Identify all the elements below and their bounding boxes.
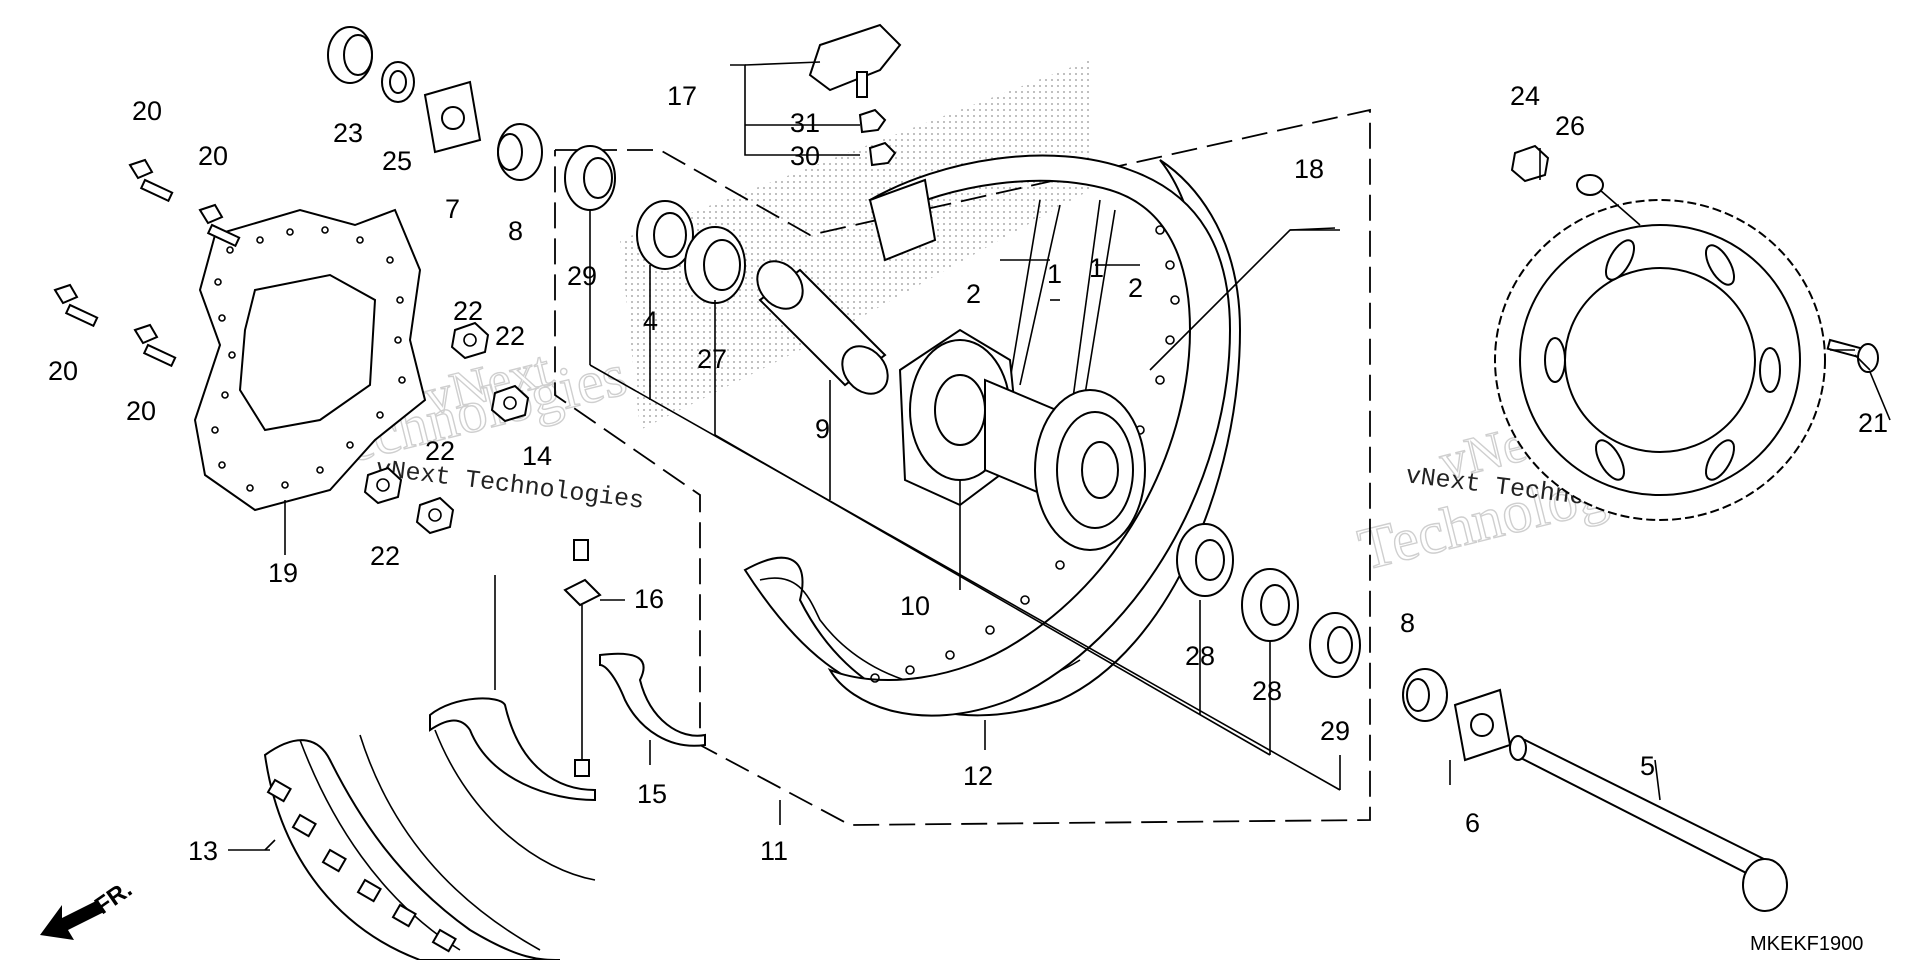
callout-25: 25 [382, 146, 412, 176]
valve-cap-17-icon [808, 23, 902, 92]
valve-group [808, 23, 902, 167]
callout-9: 9 [815, 414, 830, 444]
callout-5: 5 [1640, 751, 1655, 781]
callout-29: 29 [567, 261, 597, 291]
bolt-icon [198, 203, 241, 248]
callout-10: 10 [900, 591, 930, 621]
bolt-icon-group [53, 158, 241, 368]
axle-5 [1509, 735, 1788, 912]
rim-strip-15 [599, 652, 706, 747]
distance-collar-9 [756, 260, 889, 395]
callout-17: 17 [667, 81, 697, 111]
callout-15: 15 [637, 779, 667, 809]
hub-right-parts [1176, 523, 1512, 762]
callout-29: 29 [1320, 716, 1350, 746]
bolt-icon [133, 323, 177, 368]
bolt-icon [53, 283, 99, 328]
valve-stem-16 [563, 539, 602, 777]
callout-8: 8 [508, 216, 523, 246]
callout-2: 2 [966, 279, 981, 309]
callout-20: 20 [198, 141, 228, 171]
watermark-small-left: vNext Technologies [374, 454, 646, 516]
bolt-21-icon [1826, 338, 1879, 373]
callout-6: 6 [1465, 808, 1480, 838]
callout-22: 22 [370, 541, 400, 571]
callout-4: 4 [643, 306, 658, 336]
nut-24-icon [1510, 144, 1550, 183]
callout-numbers: 1 1 2 2 4 5 6 7 8 8 9 10 11 12 13 14 15 … [48, 81, 1888, 866]
callout-26: 26 [1555, 111, 1585, 141]
leader-lines [228, 61, 1891, 851]
wheel-rim [827, 154, 1232, 717]
washer-26-icon [1576, 174, 1604, 196]
callout-23: 23 [333, 118, 363, 148]
callout-7: 7 [445, 194, 460, 224]
front-arrow-icon [40, 900, 104, 940]
shading-band [620, 60, 1090, 430]
callout-1: 1 [1047, 259, 1062, 289]
callout-12: 12 [963, 761, 993, 791]
spokes [1009, 199, 1116, 426]
diagram-code: MKEKF1900 [1750, 933, 1863, 955]
hub-left-parts [564, 145, 746, 304]
callout-1: 1 [1089, 253, 1104, 283]
assembly-frame [554, 108, 1371, 826]
inner-tube-14 [429, 697, 596, 881]
callout-11: 11 [760, 836, 788, 866]
callout-20: 20 [48, 356, 78, 386]
callout-21: 21 [1858, 408, 1888, 438]
brake-disc [193, 208, 427, 512]
callout-20: 20 [132, 96, 162, 126]
callout-14: 14 [522, 441, 552, 471]
callout-28: 28 [1185, 641, 1215, 671]
callout-18: 18 [1294, 154, 1324, 184]
sprocket [1494, 199, 1826, 521]
bolt-icon [128, 158, 174, 203]
callout-13: 13 [188, 836, 218, 866]
nut-icon-group [363, 321, 530, 535]
callout-27: 27 [697, 344, 727, 374]
top-left-parts [327, 26, 543, 181]
callout-30: 30 [790, 141, 820, 171]
callout-16: 16 [634, 584, 664, 614]
callout-22: 22 [495, 321, 525, 351]
callout-22: 22 [425, 436, 455, 466]
callout-2: 2 [1128, 273, 1143, 303]
callout-31: 31 [790, 108, 820, 138]
callout-19: 19 [268, 558, 298, 588]
callout-24: 24 [1510, 81, 1540, 111]
wheel-hub-10 [898, 328, 1146, 551]
callout-22: 22 [453, 296, 483, 326]
callout-8: 8 [1400, 608, 1415, 638]
callout-20: 20 [126, 396, 156, 426]
callout-28: 28 [1252, 676, 1282, 706]
tire-13 [263, 734, 561, 961]
